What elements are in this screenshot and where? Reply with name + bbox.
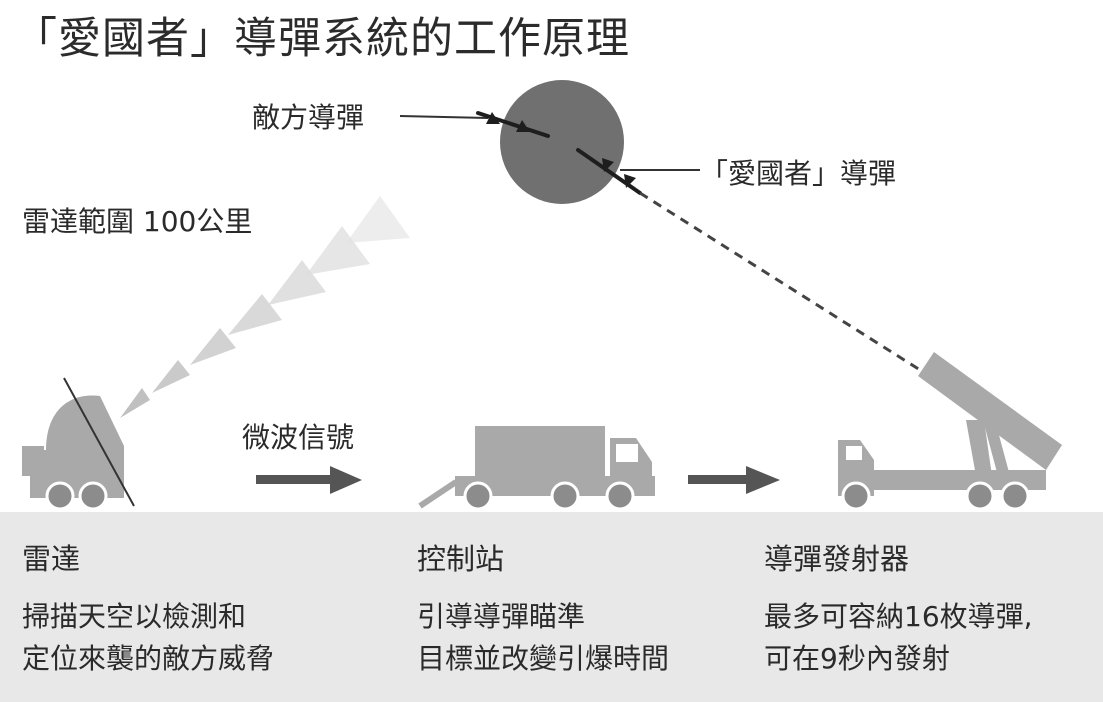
control-station-desc-line-2: 目標並改變引爆時間 [417, 642, 670, 675]
enemy-missile [476, 111, 550, 138]
intercept-zone [500, 80, 624, 204]
launcher-desc-line-2: 可在9秒內發射 [764, 642, 950, 675]
launcher-title: 導彈發射器 [764, 542, 910, 576]
launcher-desc-line-1: 最多可容納16枚導彈, [764, 600, 1033, 633]
control-station-desc-line-1: 引導導彈瞄準 [417, 600, 586, 633]
control-station-column: 控制站 引導導彈瞄準 目標並改變引爆時間 [417, 536, 669, 680]
radar-desc-line-1: 掃描天空以檢測和 [22, 600, 247, 633]
description-panel [0, 512, 1103, 702]
radar-range-label: 雷達範圍 100公里 [22, 205, 253, 238]
missile-trajectory [639, 191, 929, 377]
patriot-missile-label: 「愛國者」導彈 [700, 157, 897, 190]
launcher-column: 導彈發射器 最多可容納16枚導彈, 可在9秒內發射 [764, 536, 1033, 680]
enemy-missile-pointer [399, 115, 489, 119]
radar-column: 雷達 掃描天空以檢測和 定位來襲的敵方威脅 [22, 536, 274, 680]
radar-description: 掃描天空以檢測和 定位來襲的敵方威脅 [22, 596, 274, 680]
microwave-signal-label: 微波信號 [242, 421, 355, 454]
diagram-title: 「愛國者」導彈系統的工作原理 [14, 14, 630, 64]
patriot-missile [576, 148, 642, 195]
enemy-missile-label: 敵方導彈 [252, 101, 365, 134]
control-station-description: 引導導彈瞄準 目標並改變引爆時間 [417, 596, 669, 680]
control-station-title: 控制站 [417, 542, 505, 576]
flow-arrow-2 [688, 466, 780, 494]
flow-arrow-1 [256, 466, 362, 494]
radar-vehicle [22, 377, 135, 511]
control-station-vehicle [418, 426, 655, 511]
launcher-description: 最多可容納16枚導彈, 可在9秒內發射 [764, 596, 1033, 680]
missile-launcher-vehicle [838, 352, 1062, 511]
radar-beam [120, 196, 410, 418]
radar-desc-line-2: 定位來襲的敵方威脅 [22, 642, 275, 675]
radar-title: 雷達 [22, 542, 81, 576]
